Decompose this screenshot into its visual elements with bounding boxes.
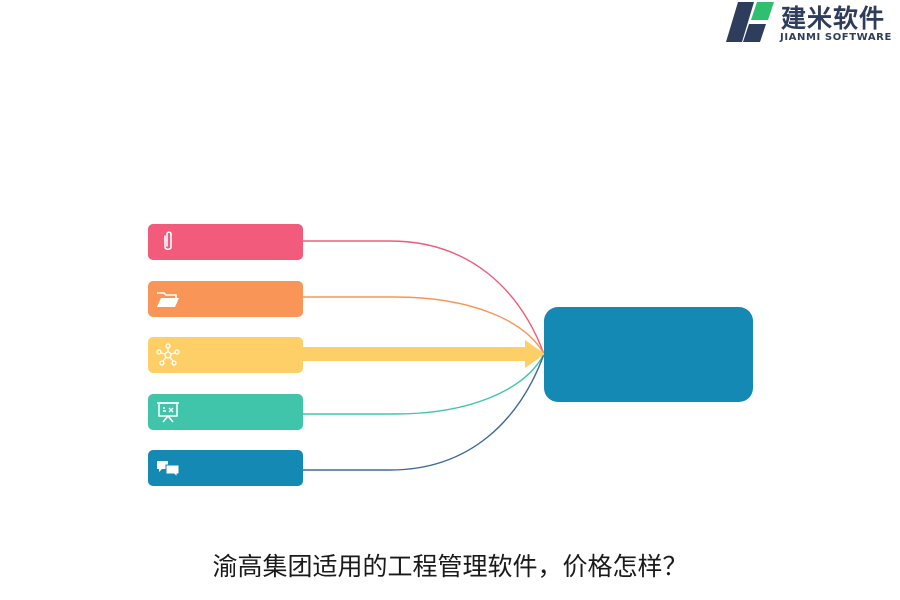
- paperclip-icon: [164, 231, 172, 251]
- folder-open-icon: [157, 292, 179, 307]
- source-box-5: [148, 450, 303, 486]
- connector-2: [303, 296, 545, 355]
- source-box-1: [148, 224, 303, 260]
- target-box: [544, 307, 753, 402]
- source-box-4: [148, 394, 303, 430]
- brand-name-english: JIANMI SOFTWARE: [780, 32, 892, 43]
- source-box-2: [148, 281, 303, 317]
- source-box-3: [148, 337, 303, 373]
- page-caption: 渝高集团适用的工程管理软件，价格怎样？: [212, 552, 688, 581]
- brand-name-chinese: 建米软件: [781, 4, 886, 33]
- connector-3-shaft: [303, 347, 527, 361]
- jianmi-logo-mark-icon: [726, 2, 774, 42]
- brand-logo: 建米软件 JIANMI SOFTWARE: [724, 0, 900, 46]
- connector-3-arrowhead: [525, 340, 545, 368]
- network-icon: [156, 343, 180, 366]
- presentation-board-icon: [157, 402, 179, 423]
- connector-5: [303, 353, 545, 471]
- connector-1: [303, 240, 545, 355]
- chat-bubbles-icon: [157, 461, 180, 479]
- connector-4: [303, 353, 545, 415]
